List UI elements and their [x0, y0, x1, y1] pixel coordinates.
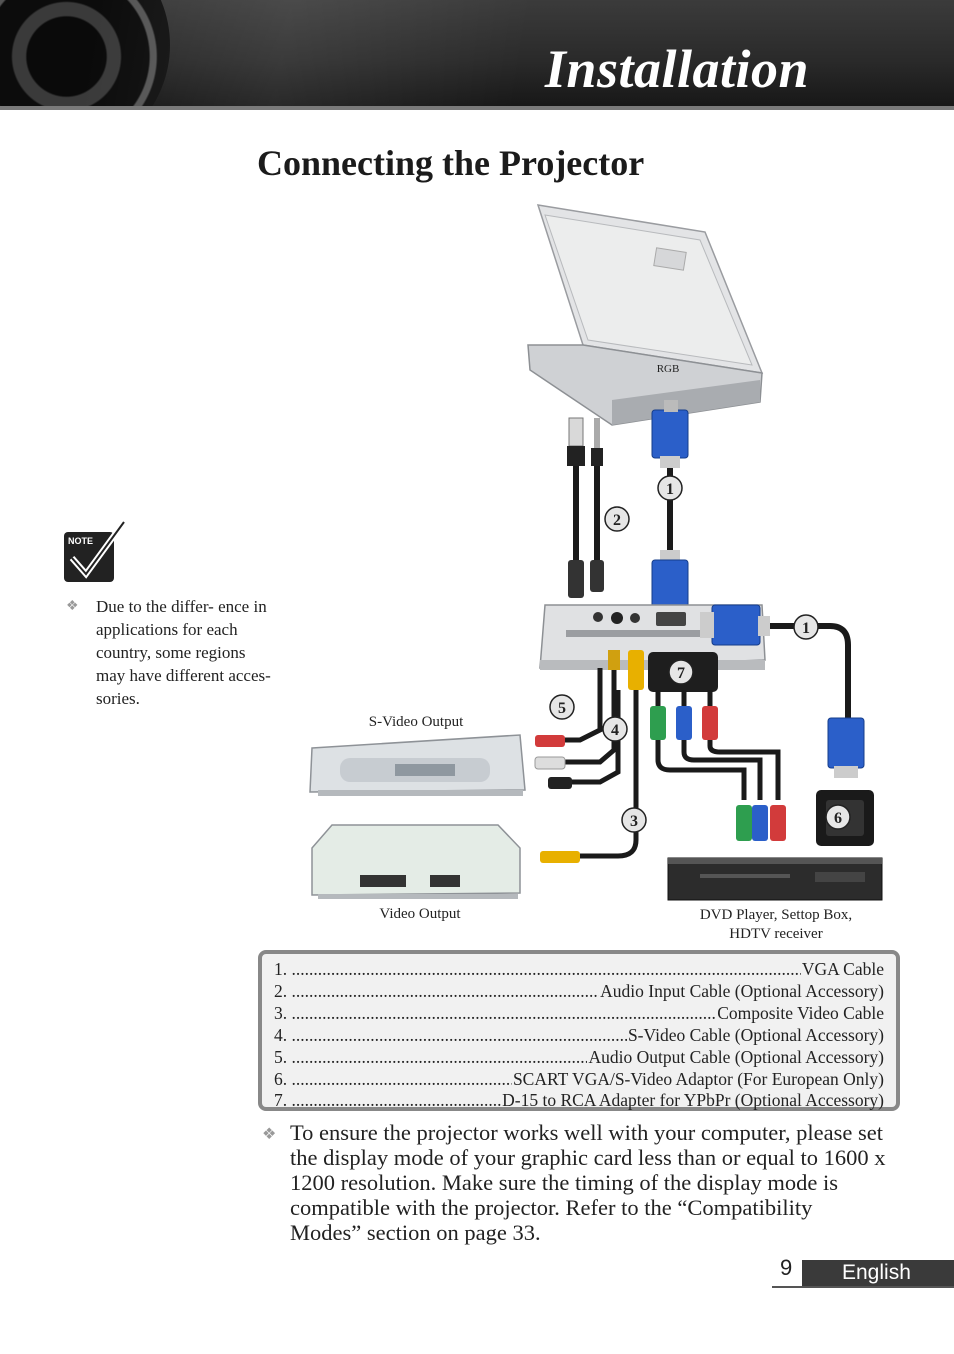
svg-text:2: 2 — [613, 512, 621, 529]
svg-text:6: 6 — [834, 810, 842, 827]
callout-5: 5 — [549, 694, 575, 720]
callout-3: 3 — [621, 807, 647, 833]
section-title: Installation — [544, 39, 809, 99]
callout-2: 2 — [604, 506, 630, 532]
cable-item: 3. Composite Video Cable — [274, 1002, 884, 1024]
page-number: 9 — [780, 1255, 793, 1280]
diamond-bullet-icon: ❖ — [66, 599, 79, 614]
instruction-paragraph: ❖ To ensure the projector works well wit… — [258, 1120, 888, 1245]
component-adapter — [648, 652, 786, 841]
callout-6: 6 — [825, 804, 851, 830]
page-title: Connecting the Projector — [257, 143, 645, 183]
cable-item: 5. Audio Output Cable (Optional Accessor… — [274, 1046, 884, 1068]
svg-text:NOTE: NOTE — [68, 536, 93, 546]
cable-item: 2. Audio Input Cable (Optional Accessory… — [274, 980, 884, 1002]
note-text: Due to the differ- ence in applications … — [96, 597, 271, 708]
lens-graphic — [0, 0, 170, 110]
svg-text:1: 1 — [802, 620, 810, 637]
dvd-label-line2: HDTV receiver — [729, 926, 822, 942]
note-icon: NOTE — [64, 520, 127, 582]
instruction-text: To ensure the projector works well with … — [290, 1120, 886, 1245]
svg-text:7: 7 — [677, 665, 685, 682]
cable-item: 7. D-15 to RCA Adapter for YPbPr (Option… — [274, 1089, 884, 1111]
connection-diagram: RGB — [309, 204, 883, 942]
callout-7: 7 — [668, 659, 694, 685]
video-vcr-illustration — [311, 824, 521, 899]
diamond-bullet-icon: ❖ — [262, 1126, 277, 1143]
vga-cable-1 — [651, 400, 689, 609]
language-tab: English — [802, 1260, 954, 1286]
laptop-illustration — [527, 204, 764, 426]
cable-list: 1. VGA Cable 2. Audio Input Cable (Optio… — [258, 950, 900, 1111]
svg-text:1: 1 — [666, 481, 674, 498]
rgb-label: RGB — [657, 363, 680, 375]
usb-and-audio-cables — [567, 417, 604, 598]
svideo-output-label: S-Video Output — [369, 714, 464, 730]
callout-1-top: 1 — [657, 475, 683, 501]
callout-1-right: 1 — [793, 614, 819, 640]
cable-item: 4. S-Video Cable (Optional Accessory) — [274, 1024, 884, 1046]
language-label: English — [842, 1261, 911, 1284]
svideo-vcr-illustration — [309, 734, 526, 796]
dvd-player-illustration — [667, 857, 883, 901]
page-header: Installation — [0, 0, 954, 110]
cable-item: 1. VGA Cable — [274, 958, 884, 980]
callout-4: 4 — [602, 716, 628, 742]
cable-item: 6. SCART VGA/S-Video Adaptor (For Europe… — [274, 1068, 884, 1090]
page-footer: English 9 — [772, 1255, 954, 1290]
dvd-label-line1: DVD Player, Settop Box, — [700, 907, 852, 923]
video-output-label: Video Output — [379, 906, 461, 922]
svg-text:4: 4 — [611, 722, 619, 739]
svg-text:3: 3 — [630, 813, 638, 830]
svg-text:5: 5 — [558, 700, 566, 717]
note-box: NOTE ❖ Due to the differ- ence in applic… — [62, 520, 272, 710]
